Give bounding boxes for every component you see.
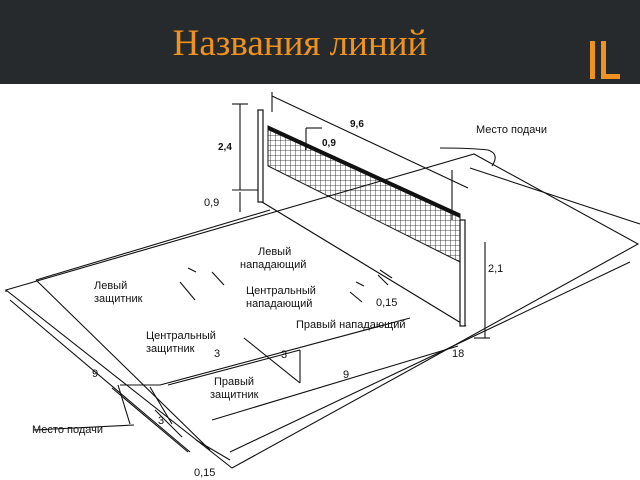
- dim-service-zone: 3: [158, 415, 164, 427]
- label-center-attacker-1: Центральный: [246, 285, 316, 297]
- net-post-left: [257, 109, 264, 203]
- dim-net-width: 0,9: [322, 138, 336, 149]
- dim-court-half: 9: [343, 369, 349, 381]
- volleyball-court-diagram: 9,6 2,4 0,9 0,9 2,1 18 9 9 3 3 3 0,15 0,…: [4, 92, 640, 479]
- net-post-right: [459, 219, 466, 327]
- dim-net-length: 9,6: [350, 119, 364, 130]
- court-inner-line: [35, 209, 271, 281]
- dim-net-height: 2,4: [218, 142, 232, 153]
- dim-18: [229, 261, 631, 453]
- net-top-band: [268, 126, 460, 218]
- dim-court-length: 18: [452, 348, 464, 360]
- frame-corner-icon: [590, 41, 620, 79]
- attack-line-near: [159, 317, 411, 386]
- label-center-defender-1: Центральный: [146, 330, 216, 342]
- slide-title: Названия линий: [172, 23, 428, 64]
- label-center-defender-2: защитник: [146, 343, 195, 355]
- dim-line-width-bottom: 0,15: [194, 467, 215, 479]
- dim-3-zones: [167, 349, 301, 386]
- court-outline: [4, 153, 640, 469]
- label-right-defender-2: защитник: [210, 389, 259, 401]
- label-left-defender-2: защитник: [94, 293, 143, 305]
- label-left-defender-1: Левый: [94, 280, 127, 292]
- slide-header: [0, 0, 640, 84]
- dim-zone-right: 3: [281, 349, 287, 361]
- label-left-attacker-2: нападающий: [240, 259, 306, 271]
- label-right-defender-1: Правый: [214, 376, 254, 388]
- label-right-attacker: Правый нападающий: [296, 319, 405, 331]
- dim-9-bottom: [211, 345, 459, 421]
- dim-net-bottom: 0,9: [204, 197, 219, 209]
- label-service-place-bottom: Место подачи: [32, 424, 103, 436]
- label-service-place-top: Место подачи: [476, 124, 547, 136]
- center-line: [261, 201, 467, 327]
- label-center-attacker-2: нападающий: [246, 298, 312, 310]
- dim-court-width: 9: [92, 368, 98, 380]
- dim-zone-left: 3: [214, 348, 220, 360]
- net: [267, 125, 461, 263]
- dim-line-width: 0,15: [376, 297, 397, 309]
- dim-post-height: 2,1: [488, 263, 503, 275]
- label-left-attacker-1: Левый: [258, 246, 291, 258]
